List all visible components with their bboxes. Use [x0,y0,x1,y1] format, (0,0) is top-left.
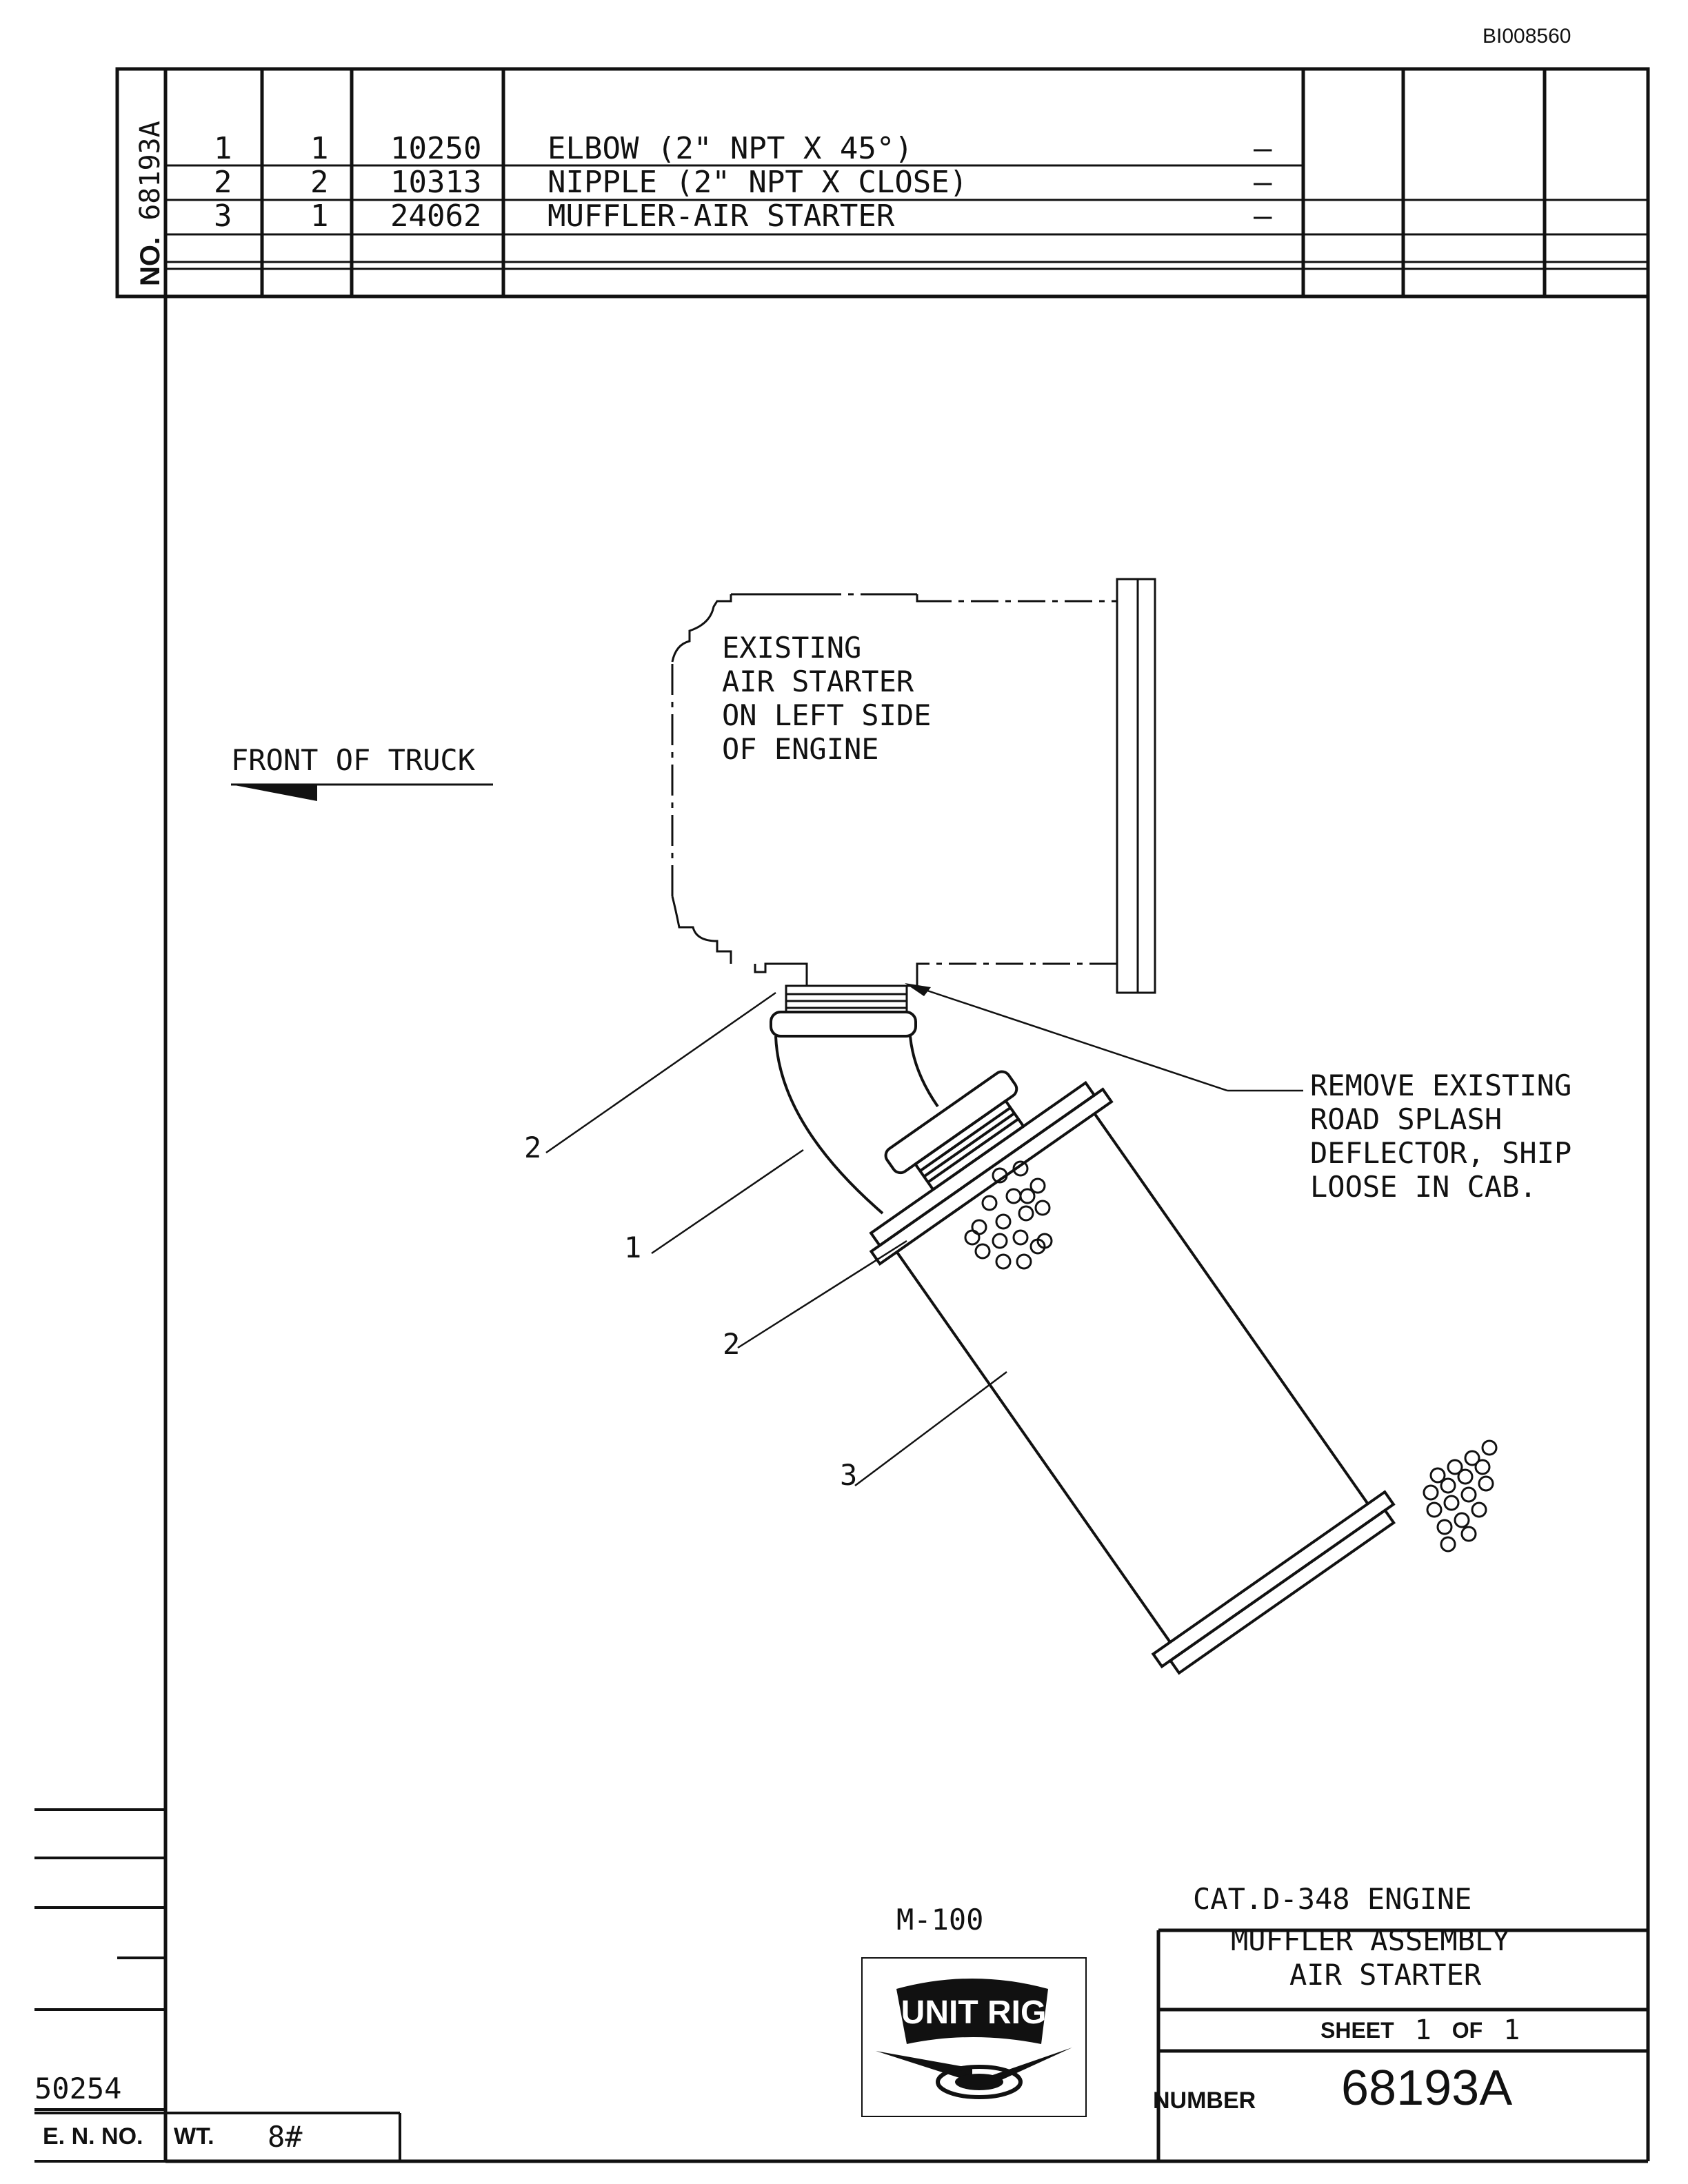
remove-note-line: ROAD SPLASH [1310,1102,1503,1136]
callout-1: 1 [624,1231,642,1264]
model-label: M-100 [896,1903,984,1937]
bom-qty-2: 2 [310,165,329,200]
unit-rig-logo-icon: UNIT RIG [876,1979,1072,2099]
of-label: OF [1451,2017,1483,2043]
remove-note: REMOVE EXISTING ROAD SPLASH DEFLECTOR, S… [1310,1069,1571,1204]
bom-desc-2: NIPPLE (2" NPT X CLOSE) [547,165,968,200]
remove-note-line: LOOSE IN CAB. [1310,1170,1537,1204]
title-line-1: MUFFLER ASSEMBLY [1231,1923,1510,1957]
bom-desc-3: MUFFLER-AIR STARTER [547,199,895,234]
elbow [770,1011,939,1215]
callout-3: 3 [840,1458,858,1492]
remove-note-line: DEFLECTOR, SHIP [1310,1136,1572,1170]
nipple-upper [785,984,908,1013]
bom-qty-1: 1 [310,131,329,166]
bom-part-3: 24062 [390,199,482,234]
bom-mark-3: — [1254,199,1272,234]
sheet-number: 1 [1414,2014,1431,2046]
sheet-row: SHEET 1 OF 1 [1320,2010,1520,2051]
front-arrow-icon [231,785,317,801]
air-starter-outline [671,578,1156,994]
sheet-total: 1 [1503,2014,1520,2046]
front-of-truck-label: FRONT OF TRUCK [231,743,476,777]
leader-arrow-icon [905,983,931,996]
bom-mark-2: — [1254,165,1272,200]
logo-frame [861,1957,1087,2117]
number-label: NUMBER [1153,2087,1256,2114]
bom-item-3: 3 [214,199,232,234]
title-line-2: AIR STARTER [1289,1958,1482,1992]
wt-value: 8# [268,2120,303,2154]
starter-note-line: ON LEFT SIDE [722,698,932,732]
en-number: 50254 [34,2072,122,2105]
engine-label: CAT.D-348 ENGINE [1193,1882,1472,1916]
document-id: BI008560 [1483,25,1571,48]
callout-2-upper: 2 [524,1131,542,1164]
starter-note-line: AIR STARTER [722,665,914,698]
wt-label: WT. [174,2123,214,2150]
bom-part-1: 10250 [390,131,482,166]
bom-part-2: 10313 [390,165,482,200]
starter-note-line: OF ENGINE [722,732,879,766]
bom-desc-1: ELBOW (2" NPT X 45°) [547,131,913,166]
sheet-label: SHEET [1320,2017,1394,2043]
unit-rig-logo: UNIT RIG [869,1968,1079,2110]
callout-2-lower: 2 [723,1327,741,1361]
remove-note-line: REMOVE EXISTING [1310,1069,1572,1102]
muffler-perforations [964,1160,1053,1270]
bom-item-2: 2 [214,165,232,200]
bom-mark-1: — [1254,131,1272,166]
bom-qty-3: 1 [310,199,329,234]
muffler-group [869,1070,1396,1675]
leader-lines [545,986,1303,1486]
starter-note: EXISTING AIR STARTER ON LEFT SIDE OF ENG… [722,631,931,766]
starter-note-line: EXISTING [722,631,862,665]
drawing-number: 68193A [1341,2061,1513,2116]
en-no-label: E. N. NO. [43,2123,143,2150]
logo-text: UNIT RIG [901,1994,1047,2031]
muffler-perforations-lower [1423,1439,1498,1553]
bom-item-1: 1 [214,131,232,166]
